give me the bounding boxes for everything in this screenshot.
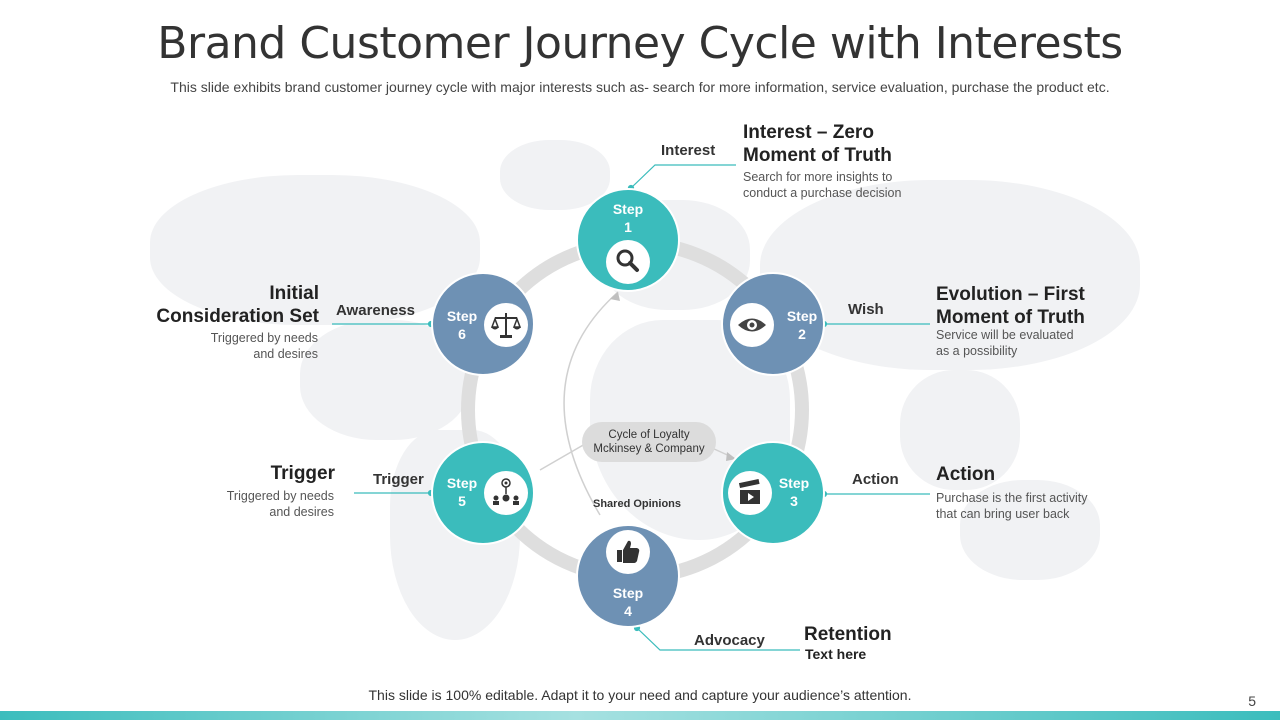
- step-4-word: Step: [612, 585, 644, 601]
- step-1-heading-line-2: Moment of Truth: [743, 145, 892, 166]
- step-5-number: 5: [458, 493, 466, 509]
- step-5-desc-line-2: and desires: [269, 505, 334, 519]
- step-6-word: Step: [446, 308, 478, 324]
- step-6-number: 6: [458, 326, 466, 342]
- step-2-heading: Evolution – First Moment of Truth: [936, 283, 1085, 329]
- step-2-label: Wish: [848, 301, 884, 318]
- step-6-heading-line-1: Initial: [269, 283, 319, 304]
- step-2-description: Service will be evaluated as a possibili…: [936, 327, 1074, 359]
- step-6-text: Step 6: [434, 307, 490, 343]
- page-number: 5: [1248, 693, 1256, 709]
- step-6-label: Awareness: [336, 302, 415, 319]
- step-3-text: Step 3: [766, 474, 822, 510]
- step-3-heading: Action: [936, 463, 995, 486]
- clapperboard-icon: [728, 471, 772, 515]
- step-5-heading: Trigger: [160, 462, 335, 485]
- step-6-desc-line-1: Triggered by needs: [210, 331, 318, 345]
- bottom-accent-bar: [0, 711, 1280, 720]
- step-4-number: 4: [624, 603, 632, 619]
- step-5-heading-line-1: Trigger: [270, 463, 335, 484]
- cycle-of-loyalty-label: Cycle of Loyalty Mckinsey & Company: [582, 422, 716, 462]
- step-2-desc-line-2: as a possibility: [936, 344, 1018, 358]
- step-4-label: Advocacy: [694, 632, 765, 649]
- step-1-text: Step 1: [596, 200, 660, 236]
- step-1-desc-line-2: conduct a purchase decision: [743, 186, 902, 200]
- step-6-heading: Initial Consideration Set: [120, 282, 319, 328]
- step-2-desc-line-1: Service will be evaluated: [936, 328, 1074, 342]
- step-2-heading-line-2: Moment of Truth: [936, 307, 1085, 328]
- step-5-word: Step: [446, 475, 478, 491]
- step-2-number: 2: [798, 326, 806, 342]
- shared-opinions-arc: [563, 291, 619, 516]
- step-2-heading-line-1: Evolution – First: [936, 284, 1085, 305]
- scales-icon: [484, 303, 528, 347]
- step-3-heading-line-1: Action: [936, 464, 996, 485]
- step-4-description: Text here: [805, 646, 866, 662]
- step-6-desc-line-2: and desires: [253, 347, 318, 361]
- center-line-2: Mckinsey & Company: [593, 443, 705, 455]
- magnifier-icon: [606, 240, 650, 284]
- step-3-desc-line-1: Purchase is the first activity: [936, 491, 1088, 505]
- network-icon: [484, 471, 528, 515]
- step-6-description: Triggered by needs and desires: [120, 330, 318, 362]
- step-1-heading-line-1: Interest – Zero: [743, 122, 874, 143]
- step-5-label: Trigger: [373, 471, 424, 488]
- arc-arrowhead: [610, 292, 620, 301]
- step-4-text: Step 4: [596, 584, 660, 620]
- step-5-description: Triggered by needs and desires: [160, 488, 334, 520]
- shared-opinions-label: Shared Opinions: [593, 498, 682, 510]
- step-1-word: Step: [612, 201, 644, 217]
- step-1-description: Search for more insights to conduct a pu…: [743, 169, 901, 201]
- step-1-label: Interest: [661, 142, 716, 159]
- step-1-desc-line-1: Search for more insights to: [743, 170, 893, 184]
- connector-step4: [636, 627, 800, 651]
- connector-step1: [630, 164, 736, 189]
- page-subtitle: This slide exhibits brand customer journ…: [170, 79, 1110, 95]
- step-3-number: 3: [790, 493, 798, 509]
- eye-icon: [730, 303, 774, 347]
- step-3-desc-line-2: that can bring user back: [936, 507, 1070, 521]
- step-1-heading: Interest – Zero Moment of Truth: [743, 121, 892, 167]
- step-5-desc-line-1: Triggered by needs: [226, 489, 334, 503]
- step-3-label: Action: [852, 471, 899, 488]
- step-1-number: 1: [624, 219, 632, 235]
- step-3-word: Step: [778, 475, 810, 491]
- center-connector-left: [539, 443, 586, 471]
- step-3-description: Purchase is the first activity that can …: [936, 490, 1087, 522]
- step-2-word: Step: [786, 308, 818, 324]
- thumbs-up-icon: [606, 530, 650, 574]
- step-2-text: Step 2: [774, 307, 830, 343]
- step-4-heading-line-1: Retention: [804, 624, 892, 645]
- step-5-text: Step 5: [434, 474, 490, 510]
- step-4-desc-line-1: Text here: [805, 646, 867, 662]
- center-line-1: Cycle of Loyalty: [608, 429, 690, 441]
- page-title: Brand Customer Journey Cycle with Intere…: [157, 18, 1123, 69]
- step-4-heading: Retention: [804, 623, 892, 646]
- step-6-heading-line-2: Consideration Set: [156, 306, 319, 327]
- footer-note: This slide is 100% editable. Adapt it to…: [368, 687, 912, 703]
